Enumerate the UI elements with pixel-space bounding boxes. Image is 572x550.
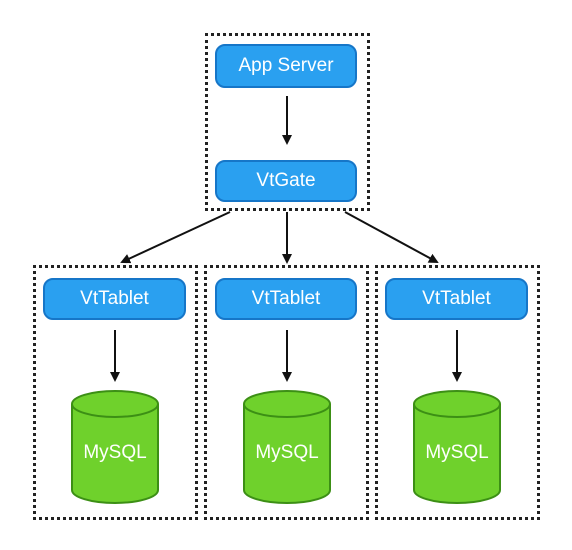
shard-2-box — [204, 265, 369, 520]
vtgate-node: VtGate — [215, 160, 357, 202]
vttablet-node-2: VtTablet — [215, 278, 357, 320]
mysql-label-1: MySQL — [83, 442, 146, 463]
mysql-label-2: MySQL — [255, 442, 318, 463]
arrow-vtgate-to-tablet-1 — [120, 211, 231, 264]
mysql-db-1: MySQL — [71, 390, 159, 504]
arrow-vtgate-to-tablet-3 — [344, 211, 439, 263]
mysql-db-3: MySQL — [413, 390, 501, 504]
mysql-db-2: MySQL — [243, 390, 331, 504]
vttablet-node-3: VtTablet — [385, 278, 528, 320]
vttablet-node-1: VtTablet — [43, 278, 186, 320]
app-server-node: App Server — [215, 44, 357, 88]
shard-3-box — [375, 265, 540, 520]
shard-1-box — [33, 265, 198, 520]
mysql-label-3: MySQL — [425, 442, 488, 463]
top-group-box — [205, 33, 370, 211]
